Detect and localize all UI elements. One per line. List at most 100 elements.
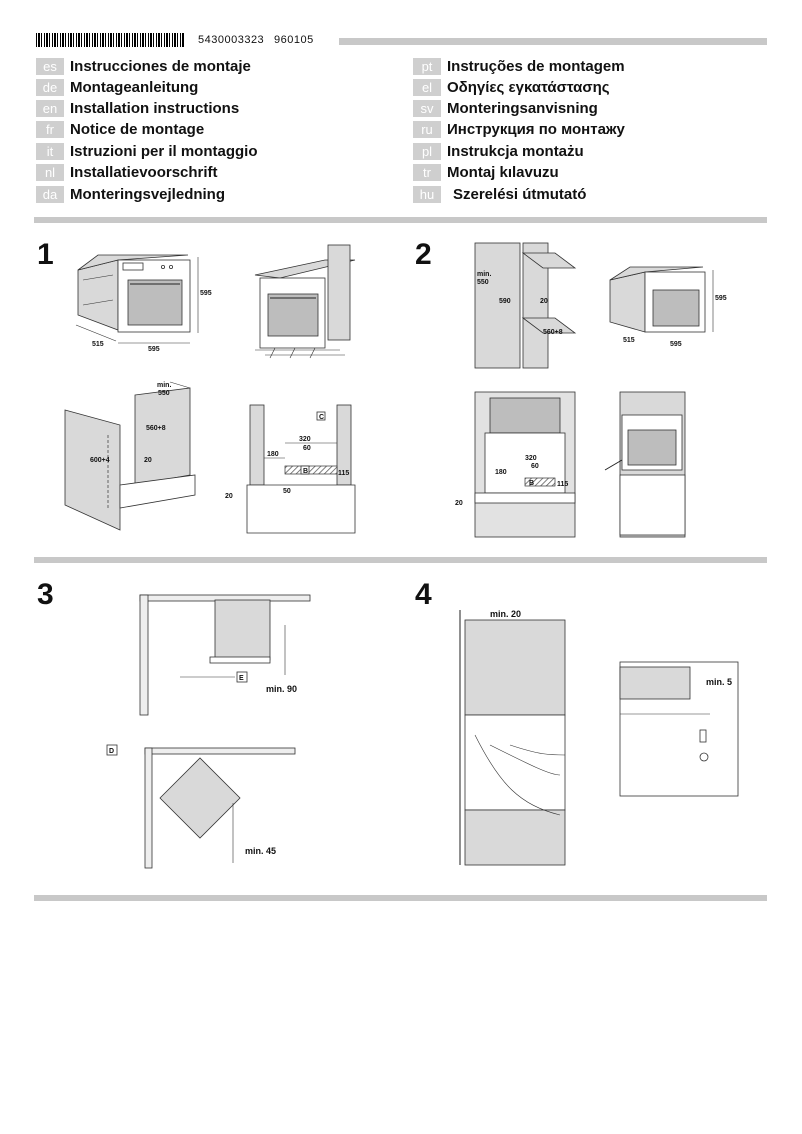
kitchen-install-view <box>254 244 356 359</box>
barcode <box>36 33 184 47</box>
ventilation-gap-detail: min. 5 <box>619 661 739 797</box>
tall-cabinet-schematic: min. 550 590 20 560+8 <box>474 242 577 369</box>
dim-cab-height: 600+4 <box>90 457 110 464</box>
dim-front-20: 20 <box>225 493 233 500</box>
language-row-en: en Installation instructions <box>36 99 239 117</box>
lang-code: tr <box>413 163 441 181</box>
dim-h590: 590 <box>499 298 511 305</box>
lang-title: Инструкция по монтажу <box>447 120 625 138</box>
oven-dimension-drawing: 595 595 515 <box>75 254 212 353</box>
dim-min-5: min. 5 <box>706 677 732 687</box>
language-row-de: de Montageanleitung <box>36 78 198 96</box>
dim-front-60: 60 <box>303 445 311 452</box>
step-number-2: 2 <box>415 238 432 271</box>
label-b: B <box>303 468 308 475</box>
lang-code: pt <box>413 57 441 75</box>
section-divider <box>34 557 767 563</box>
dim-min-45: min. 45 <box>245 846 276 856</box>
dim-front-115: 115 <box>338 470 349 477</box>
lang-code: da <box>36 185 64 203</box>
label-e: E <box>239 675 244 682</box>
oven-dimension-drawing-2: 595 595 515 <box>609 266 727 348</box>
language-row-hu: hu Szerelési útmutató <box>413 185 586 203</box>
dim-cab-width: 560+8 <box>146 425 166 432</box>
header-rule <box>339 38 767 45</box>
language-row-el: el Οδηγίες εγκατάστασης <box>413 78 610 96</box>
lang-code: en <box>36 99 64 117</box>
dim-cab-min-depth: 550 <box>158 390 170 397</box>
lang-code: it <box>36 142 64 160</box>
undercounter-cabinet-drawing: min. 550 560+8 600+4 20 <box>64 381 196 531</box>
tall-cabinet-install-view <box>604 391 686 538</box>
dim-oven-width: 595 <box>148 346 160 353</box>
date-code: 960105 <box>274 34 314 46</box>
section-divider <box>34 217 767 223</box>
label-b-2: B <box>529 480 534 487</box>
dim-front-320: 320 <box>299 436 311 443</box>
lang-code: ru <box>413 120 441 138</box>
lang-title: Istruzioni per il montaggio <box>70 142 258 160</box>
lang-title: Notice de montage <box>70 120 205 138</box>
lang-code: sv <box>413 99 441 117</box>
article-number: 5430003323 <box>198 34 265 46</box>
step-number-1: 1 <box>37 238 54 271</box>
dim-front2-20: 20 <box>455 500 463 507</box>
label-c: C <box>319 414 324 421</box>
tall-cabinet-cutout: 320 60 180 115 50 20 B <box>455 391 576 538</box>
lang-title: Instruções de montagem <box>447 57 625 75</box>
lang-title: Monteringsvejledning <box>70 185 226 203</box>
lang-title: Installatievoorschrift <box>70 163 218 181</box>
language-row-da: da Monteringsvejledning <box>36 185 225 203</box>
language-row-it: it Istruzioni per il montaggio <box>36 142 258 160</box>
lang-code: nl <box>36 163 64 181</box>
dim-min-90: min. 90 <box>266 684 297 694</box>
dim-min-550: 550 <box>477 279 489 286</box>
dim-oven-width-2: 595 <box>670 341 682 348</box>
language-row-tr: tr Montaj kılavuzu <box>413 163 559 181</box>
dim-oven-height: 595 <box>200 290 212 297</box>
label-d: D <box>109 748 114 755</box>
dim-front2-115: 115 <box>557 481 568 488</box>
lang-title: Instrucciones de montaje <box>70 57 251 75</box>
language-row-nl: nl Installatievoorschrift <box>36 163 218 181</box>
diagonal-corner-plan: D min. 45 <box>106 744 296 869</box>
dim-min-label: min. <box>477 271 491 278</box>
lang-code: es <box>36 57 64 75</box>
language-row-pl: pl Instrukcja montażu <box>413 142 584 160</box>
dim-front-50: 50 <box>283 488 291 495</box>
dim-front-180: 180 <box>267 451 279 458</box>
lang-title: Szerelési útmutató <box>453 185 587 203</box>
dim-front2-320: 320 <box>525 455 537 462</box>
language-row-fr: fr Notice de montage <box>36 120 204 138</box>
cabinet-front-cutout: 320 60 180 115 50 20 B C <box>225 404 356 534</box>
language-row-pt: pt Instruções de montagem <box>413 57 625 75</box>
lang-title: Instrukcja montażu <box>447 142 584 160</box>
dim-w560: 560+8 <box>543 329 563 336</box>
step-number-4: 4 <box>415 578 432 611</box>
lang-code: hu <box>413 185 441 203</box>
dim-front2-60: 60 <box>531 463 539 470</box>
lang-title: Montageanleitung <box>70 78 199 96</box>
language-row-ru: ru Инструкция по монтажу <box>413 120 625 138</box>
lang-title: Montaj kılavuzu <box>447 163 559 181</box>
dim-s20: 20 <box>540 298 548 305</box>
lang-title: Monteringsanvisning <box>447 99 598 117</box>
dim-oven-depth-2: 515 <box>623 337 635 344</box>
dim-oven-depth: 515 <box>92 341 104 348</box>
lang-code: de <box>36 78 64 96</box>
lang-code: el <box>413 78 441 96</box>
dim-cab-side: 20 <box>144 457 152 464</box>
language-row-es: es Instrucciones de montaje <box>36 57 251 75</box>
lang-title: Installation instructions <box>70 99 240 117</box>
lang-title: Οδηγίες εγκατάστασης <box>447 78 610 96</box>
corner-clearance-plan: E min. 90 <box>139 594 311 716</box>
lang-code: pl <box>413 142 441 160</box>
dim-front2-180: 180 <box>495 469 507 476</box>
language-row-sv: sv Monteringsanvisning <box>413 99 598 117</box>
column-ventilation-drawing: min. 20 <box>459 609 566 866</box>
step-number-3: 3 <box>37 578 54 611</box>
lang-code: fr <box>36 120 64 138</box>
dim-min-20: min. 20 <box>490 609 521 619</box>
document-header: 5430003323 960105 <box>36 33 767 49</box>
section-divider <box>34 895 767 901</box>
